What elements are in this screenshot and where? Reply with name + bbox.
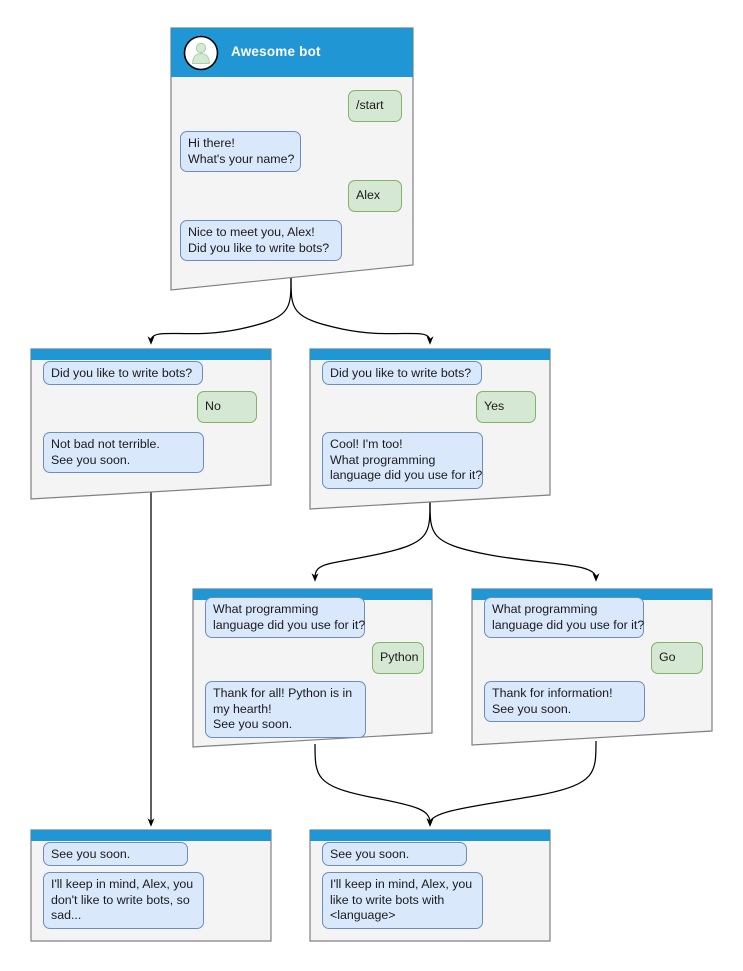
node-start-header-title: Awesome bot — [231, 44, 321, 59]
node-language-python-content: What programming language did you use fo… — [192, 588, 433, 748]
node-answer-no[interactable]: Did you like to write bots? No Not bad n… — [30, 348, 272, 500]
edge-language-python-to-end-happy — [314, 743, 434, 827]
message-bubble-bot: I'll keep in mind, Alex, you like to wri… — [322, 872, 483, 929]
message-bubble-bot: Did you like to write bots? — [43, 361, 203, 385]
node-start-content: Awesome bot /start Hi there! What's your… — [170, 27, 414, 292]
node-start[interactable]: Awesome bot /start Hi there! What's your… — [170, 27, 414, 292]
message-bubble-user: Python — [372, 642, 424, 674]
message-bubble-bot: Cool! I'm too! What programming language… — [322, 432, 483, 489]
edge-language-go-to-end-happy — [426, 740, 597, 827]
message-bubble-user: /start — [348, 90, 402, 122]
node-answer-yes[interactable]: Did you like to write bots? Yes Cool! I'… — [309, 348, 551, 510]
message-bubble-user: Go — [651, 642, 703, 674]
node-end-happy[interactable]: See you soon. I'll keep in mind, Alex, y… — [309, 829, 551, 942]
node-language-python[interactable]: What programming language did you use fo… — [192, 588, 433, 748]
message-bubble-bot: Nice to meet you, Alex! Did you like to … — [180, 220, 342, 261]
node-answer-yes-content: Did you like to write bots? Yes Cool! I'… — [309, 348, 551, 510]
message-bubble-bot: I'll keep in mind, Alex, you don't like … — [43, 872, 204, 929]
message-bubble-user: Yes — [476, 391, 536, 423]
node-end-sad-content: See you soon. I'll keep in mind, Alex, y… — [30, 829, 272, 942]
node-end-sad[interactable]: See you soon. I'll keep in mind, Alex, y… — [30, 829, 272, 942]
node-answer-no-content: Did you like to write bots? No Not bad n… — [30, 348, 272, 500]
edge-answer-yes-to-language-go — [429, 501, 600, 582]
message-bubble-user: No — [197, 391, 257, 423]
message-bubble-bot: What programming language did you use fo… — [205, 597, 365, 638]
message-bubble-bot: See you soon. — [43, 842, 188, 866]
message-bubble-bot: What programming language did you use fo… — [484, 597, 644, 638]
node-language-go-content: What programming language did you use fo… — [471, 588, 713, 746]
node-language-go[interactable]: What programming language did you use fo… — [471, 588, 713, 746]
user-avatar-icon — [183, 35, 219, 71]
message-bubble-user: Alex — [348, 180, 402, 212]
message-bubble-bot: Hi there! What's your name? — [180, 131, 301, 172]
message-bubble-bot: Not bad not terrible. See you soon. — [43, 432, 204, 473]
message-bubble-bot: See you soon. — [322, 842, 467, 866]
message-bubble-bot: Thank for all! Python is in my hearth! S… — [205, 681, 366, 738]
edge-answer-yes-to-language-python — [311, 501, 431, 582]
message-bubble-bot: Thank for information! See you soon. — [484, 681, 645, 722]
message-bubble-bot: Did you like to write bots? — [322, 361, 482, 385]
node-end-happy-content: See you soon. I'll keep in mind, Alex, y… — [309, 829, 551, 942]
